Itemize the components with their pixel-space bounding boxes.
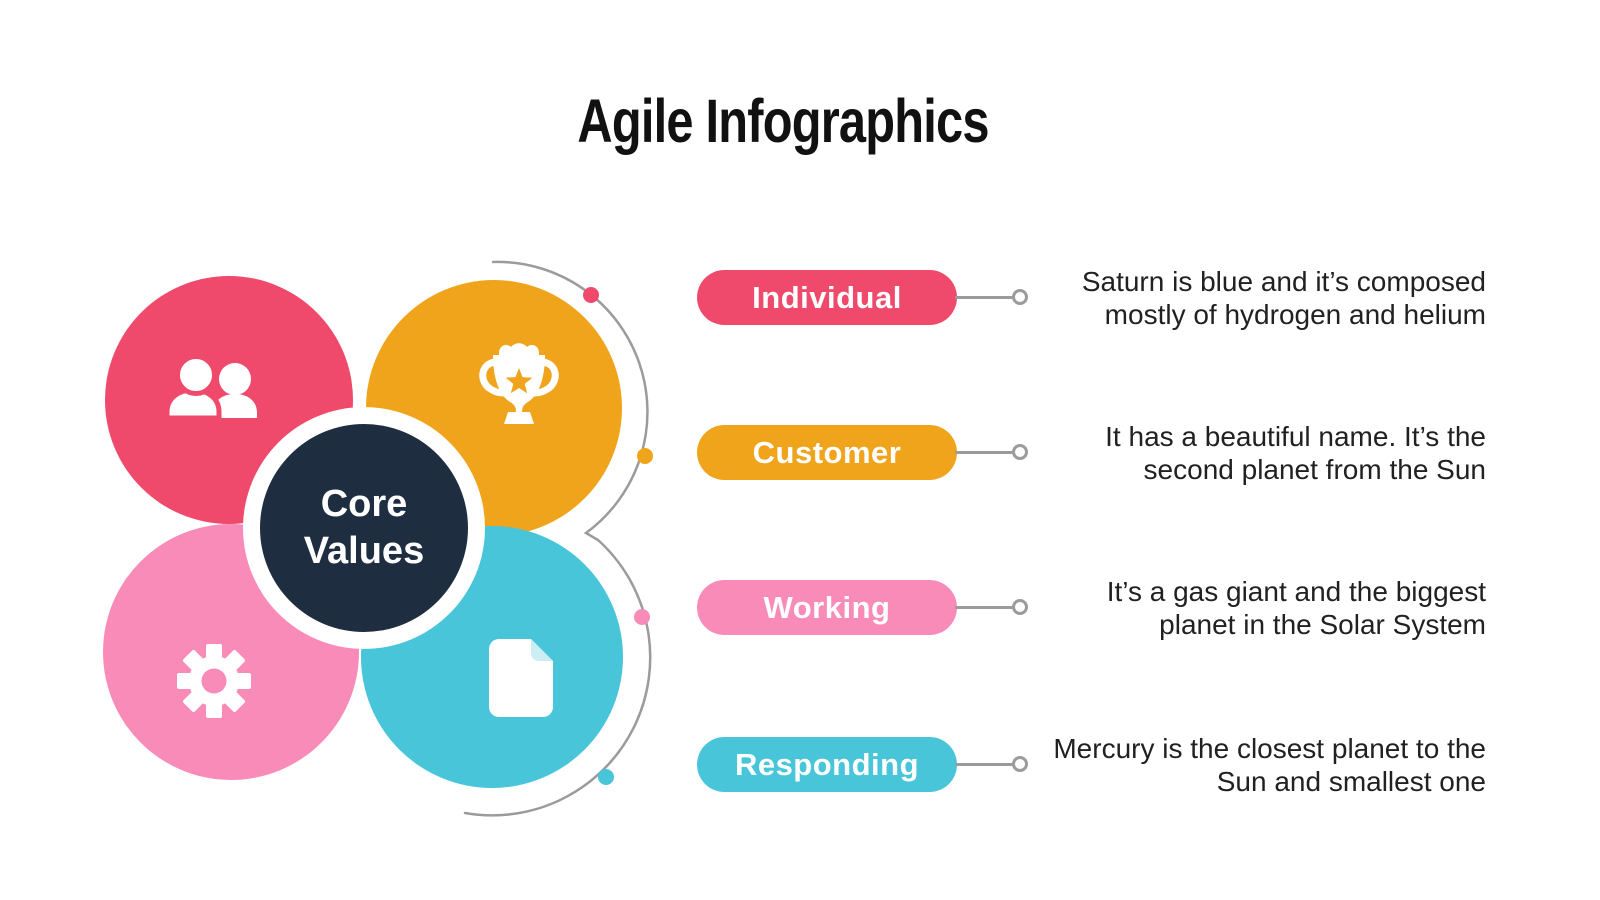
description-line1: It’s a gas giant and the biggest [1106,575,1486,607]
pill-responding[interactable]: Responding [697,737,957,792]
pill-customer-label: Customer [752,434,902,470]
document-page [489,639,553,717]
info-row-customer: Customer It has a beautiful name. It’s t… [697,421,1486,485]
pill-individual-label: Individual [752,279,902,315]
trophy-star [505,368,533,394]
trophy-left-handle [479,358,507,397]
description-line1: It has a beautiful name. It’s the [1105,420,1486,452]
info-row-working: Working It’s a gas giant and the biggest… [697,576,1486,640]
people-icon [164,354,257,418]
connector-ring-icon [1012,756,1028,772]
connector-ring-icon [1012,599,1028,615]
gear-icon [177,644,251,718]
arc-dot-individual [583,287,599,303]
page-title: Agile Infographics [0,86,1566,156]
trophy-base [504,412,534,424]
document-icon [489,639,553,717]
pill-working[interactable]: Working [697,580,957,635]
pill-working-label: Working [763,589,891,625]
description-responding: Mercury is the closest planet to the Sun… [1053,732,1486,798]
description-individual: Saturn is blue and it’s composed mostly … [1082,265,1486,331]
page-title-text: Agile Infographics [577,87,989,155]
description-line1: Saturn is blue and it’s composed [1081,265,1486,297]
pill-customer[interactable]: Customer [697,425,957,480]
description-line2: mostly of hydrogen and helium [1104,298,1486,330]
people-back-head [219,363,251,395]
description-line1: Mercury is the closest planet to the [1053,732,1486,764]
description-customer: It has a beautiful name. It’s the second… [1105,420,1486,486]
info-row-responding: Responding Mercury is the closest planet… [697,733,1486,797]
connector-line [955,763,1013,766]
people-back-body [213,394,257,418]
gear-hole [201,668,227,694]
description-line2: planet in the Solar System [1159,608,1486,640]
connector-ring-icon [1012,444,1028,460]
value-circle-individual [105,276,353,524]
document-fold [531,639,553,661]
info-row-individual: Individual Saturn is blue and it’s compo… [697,266,1486,330]
description-line2: second planet from the Sun [1143,453,1486,485]
trophy-icon [479,343,559,424]
core-values-circle: Core Values [260,424,468,632]
arc-dot-customer [637,448,653,464]
arc-dot-responding [598,769,614,785]
description-working: It’s a gas giant and the biggest planet … [1107,575,1486,641]
connector-line [955,296,1013,299]
connector-line [955,606,1013,609]
connector-ring-icon [1012,289,1028,305]
trophy-right-handle [531,358,559,397]
core-values-ring: Core Values [243,407,485,649]
core-values-label-line1: Core [320,483,408,525]
core-values-label-line2: Values [303,530,425,572]
description-line2: Sun and smallest one [1216,765,1486,797]
pill-individual[interactable]: Individual [697,270,957,325]
arc-dot-working [634,609,650,625]
pill-responding-label: Responding [734,746,920,782]
trophy-lid [499,343,539,356]
people-front [164,354,222,418]
connector-line [955,451,1013,454]
